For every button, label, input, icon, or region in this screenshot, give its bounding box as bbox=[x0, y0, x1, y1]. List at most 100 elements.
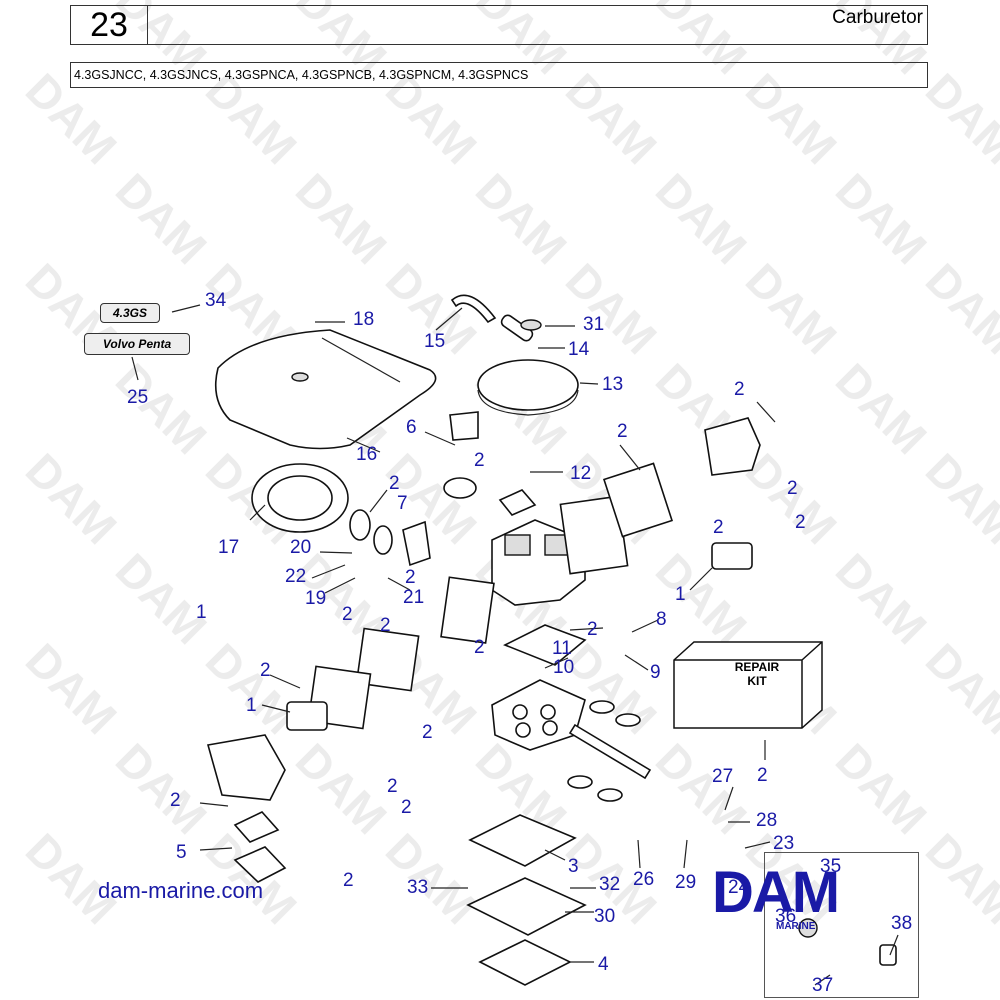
gasket-12 bbox=[498, 489, 537, 516]
callout-label: 34 bbox=[205, 290, 227, 311]
base-gasket bbox=[478, 939, 572, 986]
fuel-bowl-right bbox=[704, 417, 761, 476]
throttle-shaft bbox=[568, 723, 652, 780]
callout-label: 2 bbox=[734, 379, 745, 400]
dam-logo: DAM bbox=[712, 860, 840, 925]
callout-label: 1 bbox=[196, 602, 207, 623]
callout-label: 11 bbox=[552, 638, 572, 659]
callout-label: 2 bbox=[380, 615, 391, 636]
callout-label: 13 bbox=[602, 374, 623, 395]
page-header: 23 Carburetor bbox=[70, 5, 928, 45]
grommet bbox=[520, 319, 542, 331]
callout-label: 25 bbox=[127, 387, 148, 408]
callout-label: 22 bbox=[285, 566, 306, 587]
callout-label: 2 bbox=[343, 870, 354, 891]
page-number: 23 bbox=[71, 6, 148, 44]
callout-label: 2 bbox=[474, 450, 485, 471]
callout-label: 20 bbox=[290, 537, 311, 558]
flame-arrestor bbox=[477, 359, 579, 411]
accelerator-pump bbox=[233, 811, 280, 843]
callout-label: 2 bbox=[389, 473, 400, 494]
model-list: 4.3GSJNCC, 4.3GSJNCS, 4.3GSPNCA, 4.3GSPN… bbox=[70, 62, 928, 88]
callout-label: 19 bbox=[305, 588, 326, 609]
fitting bbox=[798, 918, 818, 938]
cover-nut bbox=[291, 372, 309, 382]
callout-label: 30 bbox=[594, 906, 615, 927]
callout-label: 18 bbox=[353, 309, 374, 330]
callout-label: 36 bbox=[775, 906, 796, 927]
callout-label: 7 bbox=[397, 493, 408, 514]
callout-label: 16 bbox=[356, 444, 377, 465]
callout-label: 2 bbox=[713, 517, 724, 538]
callout-label: 2 bbox=[170, 790, 181, 811]
callout-label: 2 bbox=[757, 765, 768, 786]
callout-label: 38 bbox=[891, 913, 912, 934]
inset-frame bbox=[764, 852, 919, 998]
model-badge: 4.3GS bbox=[100, 303, 160, 323]
air-cleaner-cover bbox=[214, 329, 437, 450]
repair-kit-label: REPAIR KIT bbox=[712, 660, 802, 688]
gasket-right bbox=[602, 462, 674, 538]
callout-label: 6 bbox=[406, 417, 417, 438]
repair-kit-line2: KIT bbox=[747, 674, 767, 688]
choke-housing bbox=[402, 520, 431, 567]
callout-label: 15 bbox=[424, 331, 445, 352]
callout-label: 1 bbox=[246, 695, 257, 716]
callout-label: 27 bbox=[712, 766, 733, 787]
spacer-plate bbox=[466, 877, 587, 936]
callout-label: 8 bbox=[656, 609, 667, 630]
crankcase-hose bbox=[450, 294, 497, 324]
vent-valve bbox=[449, 411, 479, 441]
metering-block-left bbox=[440, 576, 495, 644]
choke-thermostat bbox=[443, 477, 477, 499]
callout-label: 35 bbox=[820, 856, 841, 877]
page-title: Carburetor bbox=[832, 7, 923, 28]
callout-label: 1 bbox=[675, 584, 686, 605]
throttle-body bbox=[491, 679, 586, 751]
callout-label: 2 bbox=[474, 637, 485, 658]
callout-label: 37 bbox=[812, 975, 833, 996]
callout-label: 14 bbox=[568, 339, 590, 360]
repair-kit-box bbox=[673, 641, 823, 729]
callout-label: 2 bbox=[387, 776, 398, 797]
callout-label: 3 bbox=[568, 856, 579, 877]
brand-badge: Volvo Penta bbox=[84, 333, 190, 355]
callout-label: 29 bbox=[675, 872, 696, 893]
callout-label: 28 bbox=[756, 810, 777, 831]
callout-label: 24 bbox=[728, 877, 750, 898]
callout-label: 5 bbox=[176, 842, 187, 863]
float-left bbox=[286, 701, 328, 731]
callout-label: 2 bbox=[401, 797, 412, 818]
gasket-left bbox=[355, 627, 420, 692]
callout-label: 26 bbox=[633, 869, 654, 890]
callout-label: 2 bbox=[617, 421, 628, 442]
callout-label: 23 bbox=[773, 833, 794, 854]
callout-label: 21 bbox=[403, 587, 424, 608]
callout-label: 2 bbox=[787, 478, 798, 499]
callout-label: 31 bbox=[583, 314, 604, 335]
fuel-bowl-left bbox=[206, 734, 286, 801]
repair-kit-line1: REPAIR bbox=[734, 660, 780, 674]
callout-label: 2 bbox=[342, 604, 353, 625]
callout-label: 4 bbox=[598, 954, 609, 975]
callout-label: 2 bbox=[422, 722, 433, 743]
pump-housing bbox=[233, 846, 287, 883]
carb-gasket bbox=[468, 814, 577, 867]
callout-label: 17 bbox=[218, 537, 239, 558]
choke-diaphragm bbox=[349, 509, 371, 541]
callout-label: 10 bbox=[553, 657, 574, 678]
callout-label: 12 bbox=[570, 463, 591, 484]
callout-label: 33 bbox=[407, 877, 428, 898]
dam-logo-subtitle: MARINE bbox=[776, 921, 816, 932]
throttle-body-gasket bbox=[503, 624, 587, 666]
callout-label: 2 bbox=[405, 567, 416, 588]
callout-label: 2 bbox=[795, 512, 806, 533]
float-right bbox=[711, 542, 753, 570]
pcv-hose bbox=[500, 314, 534, 342]
callout-label: 32 bbox=[599, 874, 620, 895]
website-link[interactable]: dam-marine.com bbox=[98, 878, 264, 903]
callout-label: 2 bbox=[260, 660, 271, 681]
